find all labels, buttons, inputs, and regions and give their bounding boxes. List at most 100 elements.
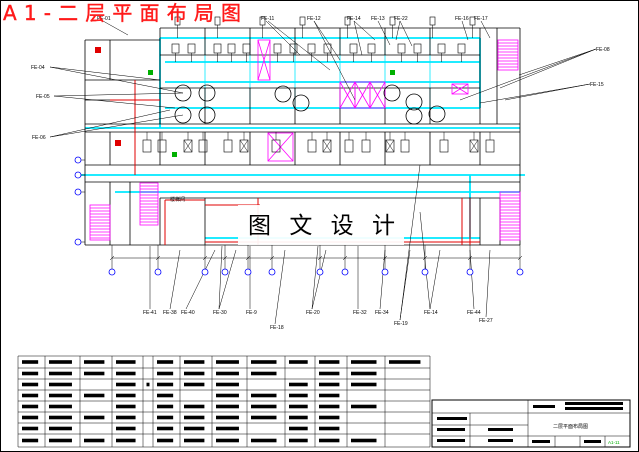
shaft-cross [267,132,294,162]
drawing-title: A1-二层平面布局图 [3,1,241,25]
axis-bubble [466,268,474,276]
table-cell-text [216,438,239,443]
equipment-cross [183,139,193,153]
equipment-unit [227,43,236,54]
table-cell-text [216,360,239,364]
leader-line [49,109,171,138]
leader-line [53,92,184,97]
table-cell-text [49,438,72,443]
table-cell-text [157,371,174,376]
leader-line [185,249,216,310]
leader-line [479,83,591,104]
leader-line [504,83,591,101]
table-cell-text [289,382,308,387]
leader-line [102,20,129,36]
table-cell-text [289,438,308,443]
equipment-unit [437,43,446,54]
table-cell-text [319,371,340,376]
equipment-tag-top: FE-01 [97,16,111,22]
equipment-tag-top: FE-14 [347,16,361,22]
table-cell-text [49,382,72,387]
table-cell-text [84,360,105,364]
leader-line [267,20,331,71]
table-cell-text [116,371,136,376]
equipment-unit [213,43,222,54]
table-cell-text [49,393,72,398]
leader-line [395,20,401,41]
leader-line [218,245,223,310]
watermark-text: 图 文 设 计 [248,213,395,239]
watermark: 图 文 设 计 [238,205,404,245]
dimension-tick [467,255,473,261]
table-cell-text [289,393,308,398]
tank-circle [383,84,401,102]
table-cell-text [49,415,72,420]
table-cell-text [351,382,377,387]
axis-bubble [516,268,524,276]
table-cell-text [389,360,421,364]
equipment-symbols [142,16,495,153]
table-cell-text [22,438,39,443]
table-cell-text [251,404,277,409]
table-cell-text [116,426,136,431]
equipment-unit [397,43,406,54]
equipment-tag-bottom: FE-34 [375,310,389,316]
equipment-unit [273,43,282,54]
table-cell-text [84,393,105,398]
equipment-tag-left: FE-05 [36,94,50,100]
dimension-tick [422,255,428,261]
table-cell-text [157,426,174,431]
equipment-cross [469,139,479,153]
title-block-text [533,405,555,408]
hatched-shaft [369,81,386,109]
shaft-cross [369,81,386,109]
table-cell-text [157,404,174,409]
leader-line [469,249,475,310]
equipment-unit [349,43,358,54]
leader-line [377,20,391,46]
table-cell-text [184,360,205,364]
shaft-cross [354,81,371,109]
dimension-tick [202,255,208,261]
green-marker [172,152,177,157]
table-cell-text [22,360,39,364]
equipment-tag-top: FE-22 [394,16,408,22]
leader-line [459,48,597,101]
title-block-text [488,428,513,431]
leader-lines [49,20,597,325]
title-block-drawing-name: 二层平面布局图 [553,423,588,430]
table-cell-text [22,393,39,398]
leader-line [461,20,469,41]
equipment-tag-bottom: FE-32 [353,310,367,316]
roof-equipment [429,16,436,26]
equipment-tag-left: FE-06 [32,135,46,141]
axis-bubble [381,268,389,276]
axis-bubble [154,268,162,276]
table-cell-text [184,371,205,376]
equipment-tags: FE-01 FE-11 FE-12 FE-14 FE-13 FE-22 FE-1… [31,16,610,331]
table-cell-text [116,438,136,443]
hatched-shaft [257,39,271,81]
equipment-tag-bottom: FE-27 [479,318,493,324]
table-cell-text [251,415,277,420]
equipment-tag-bottom: FE-38 [163,310,177,316]
dimension-tick [155,255,161,261]
table-cell-text [49,404,72,409]
equipment-unit [142,139,152,153]
table-cell-text [84,438,105,443]
equipment-unit [307,139,317,153]
table-cell-text [351,404,377,409]
table-cell-text [289,360,308,364]
leader-line [49,114,184,138]
stairs-and-hatched-areas [89,39,521,241]
dimension-tick [109,255,115,261]
dimension-tick [517,255,523,261]
table-cell-text [184,404,205,409]
hatched-shaft [451,83,469,95]
title-block-text [437,439,465,442]
title-block: 二层平面布局图 A1-11 [431,399,631,448]
roof-equipment [299,16,306,26]
table-cell-text [216,415,239,420]
axis-bubble [74,171,82,179]
title-block-text [584,440,601,443]
